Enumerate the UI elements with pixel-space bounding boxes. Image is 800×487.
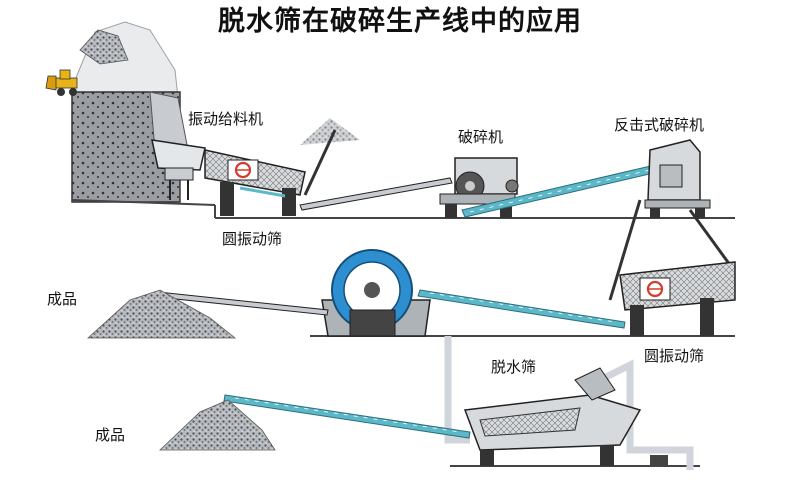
label-circular-screen-right: 圆振动筛: [644, 347, 705, 365]
product-conveyor-2: [158, 394, 471, 451]
slurry-pipe: [444, 336, 694, 470]
label-product-1: 成品: [47, 290, 78, 308]
label-crusher: 破碎机: [458, 128, 504, 146]
label-dewatering-screen: 脱水筛: [491, 358, 537, 376]
conveyor-to-right-screen: [608, 199, 732, 301]
page-title: 脱水筛在破碎生产线中的应用: [218, 6, 582, 37]
product-conveyor-1: [86, 289, 329, 339]
sand-cone-top: [300, 118, 360, 196]
vibrating-feeder: [151, 139, 206, 200]
circular-vibrating-screen-right: [619, 261, 736, 336]
circular-vibrating-screen-top: [204, 149, 306, 216]
loader-vehicle: [45, 69, 78, 96]
label-vibrating-feeder: 振动给料机: [188, 110, 264, 128]
dewatering-screen-machine: [463, 367, 668, 466]
label-circular-screen-top: 圆振动筛: [222, 230, 283, 248]
label-impact-crusher: 反击式破碎机: [614, 116, 705, 134]
jaw-crusher: [439, 157, 519, 218]
quarry-cliff: [69, 21, 216, 206]
conveyor-to-crusher: [299, 177, 453, 211]
conveyor-to-sand-washer: [417, 289, 626, 329]
label-product-2: 成品: [95, 426, 126, 444]
impact-crusher: [644, 139, 711, 218]
wheel-sand-washer: [321, 249, 431, 337]
